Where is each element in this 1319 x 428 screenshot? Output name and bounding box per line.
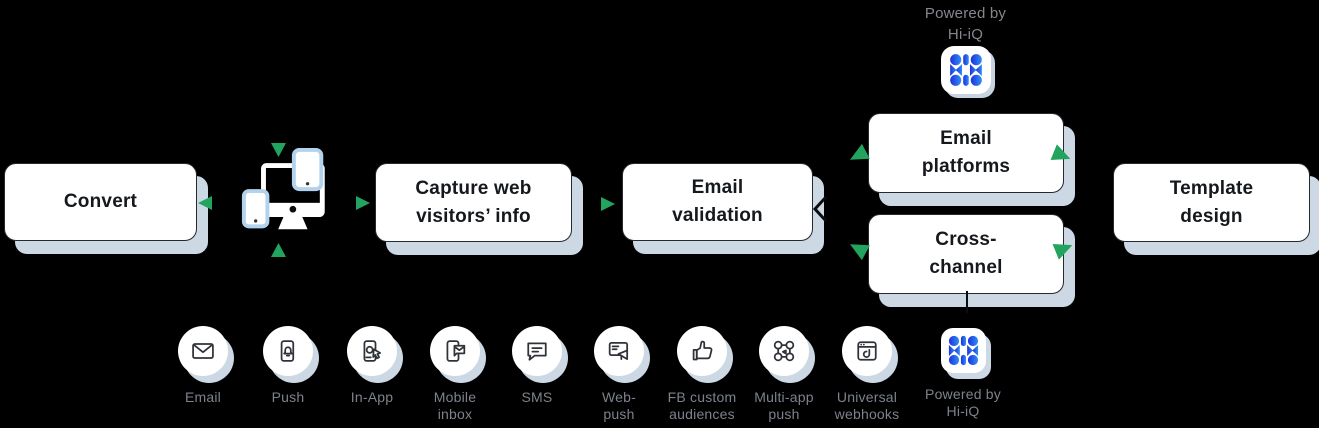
- hi-iq-logo: [948, 335, 978, 366]
- flow-box-convert: Convert: [4, 163, 197, 241]
- template-label-line2: design: [1180, 205, 1243, 227]
- powered-by-line1: Powered by: [924, 5, 1007, 22]
- channel-sms: SMS: [477, 326, 597, 406]
- validation-arrowhead-icon: [812, 195, 828, 223]
- arrow-into-convert-icon: [198, 196, 212, 210]
- arrow-into-capture-icon: [356, 196, 370, 210]
- channel-label: Push: [271, 389, 305, 405]
- arrow-platforms-to-validation-icon: [846, 143, 870, 167]
- multi-app-icon: [773, 340, 795, 362]
- channel-email: Email: [143, 326, 263, 406]
- convert-label: Convert: [63, 191, 138, 212]
- channel-label: Web-: [602, 389, 636, 405]
- channel-label: Multi-app: [754, 389, 814, 405]
- arrow-into-validation-icon: [601, 197, 615, 211]
- hi-iq-logo: [941, 46, 991, 94]
- validation-label-line2: validation: [672, 205, 763, 226]
- arrow-crosschannel-to-validation-icon: [846, 237, 870, 261]
- email-icon: [192, 343, 214, 359]
- capture-label-line2: visitors’ info: [416, 205, 531, 227]
- sms-icon: [527, 342, 547, 361]
- flow-box-email-validation: Email validation: [622, 163, 813, 241]
- flow-box-email-platforms: Email platforms: [868, 113, 1064, 193]
- push-icon: [280, 340, 295, 362]
- channel-web-push: Web-push: [559, 326, 679, 423]
- channel-label: SMS: [521, 389, 553, 405]
- thumbs-up-icon: [692, 340, 713, 361]
- cross-channel-label-line1: Cross-: [935, 229, 997, 250]
- powered-by-caption: Powered by Hi-iQ: [898, 3, 1033, 45]
- hi-iq-logo-icon: [950, 54, 982, 86]
- cross-channel-label-line2: channel: [929, 257, 1003, 278]
- cross-channel-connector-line: [966, 291, 968, 313]
- flow-box-cross-channel: Cross- channel: [868, 214, 1064, 294]
- arrow-down-into-devices-icon: [270, 142, 287, 158]
- channel-label: In-App: [350, 389, 394, 405]
- platforms-label-line1: Email: [940, 128, 992, 149]
- capture-label-line1: Capture web: [415, 177, 532, 199]
- devices-icon: [238, 146, 336, 244]
- channel-label: Powered by: [925, 386, 1001, 402]
- validation-label-line1: Email: [691, 177, 744, 198]
- arrow-crosschannel-to-template-icon: [1052, 237, 1075, 260]
- platforms-label-line2: platforms: [921, 156, 1011, 177]
- arrow-up-into-devices-icon: [270, 242, 287, 258]
- channel-label: Universal: [836, 389, 898, 405]
- channel-label: FB custom: [667, 389, 737, 405]
- web-push-icon: [608, 341, 629, 361]
- in-app-icon: [363, 340, 382, 362]
- mobile-inbox-icon: [446, 340, 466, 362]
- template-label-line1: Template: [1169, 177, 1254, 199]
- channel-label: Mobile: [433, 389, 477, 405]
- arrow-platforms-to-template-icon: [1050, 144, 1073, 167]
- channel-label: Email: [184, 389, 221, 405]
- powered-by-line2: Hi-iQ: [947, 26, 984, 43]
- webhook-icon: [857, 341, 877, 361]
- channel-push: Push: [228, 326, 348, 406]
- flow-box-capture: Capture web visitors’ info: [375, 163, 572, 242]
- flow-box-template-design: Template design: [1113, 163, 1310, 242]
- channel-in-app: In-App: [312, 326, 432, 406]
